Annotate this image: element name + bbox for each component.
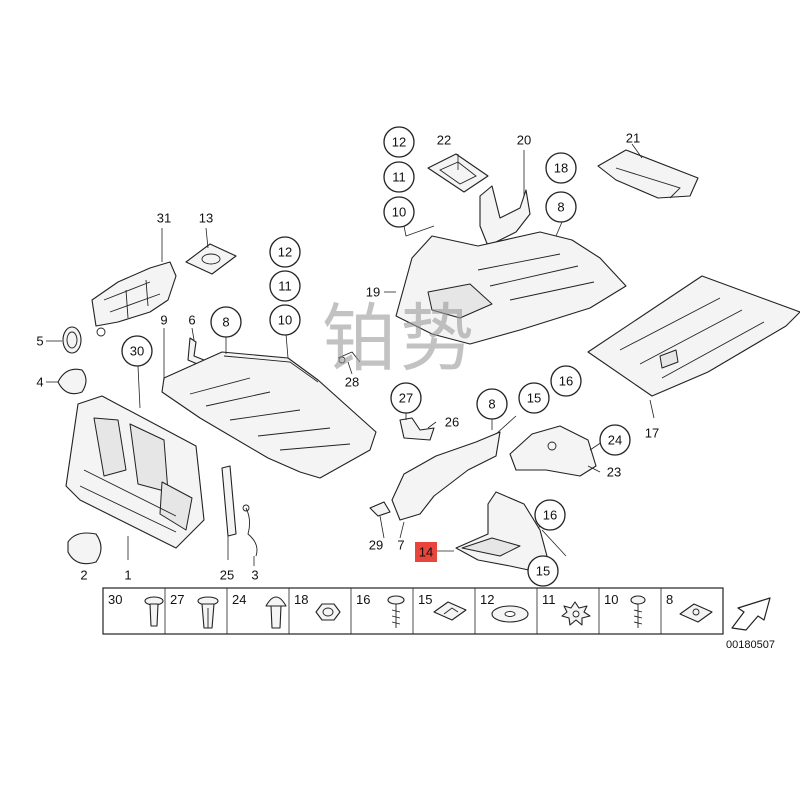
callout-11: 11 <box>278 279 292 294</box>
callout-10: 10 <box>392 205 406 220</box>
part-22-frame <box>427 153 489 193</box>
callout-31: 31 <box>157 211 171 226</box>
callout-11: 11 <box>392 170 406 185</box>
callout-3: 3 <box>251 568 258 583</box>
callout-24: 24 <box>608 433 622 448</box>
part-23-bracket <box>509 425 597 477</box>
part-19-center-underbody-panel <box>395 231 627 345</box>
svg-text:10: 10 <box>604 592 618 607</box>
push-rivet-icon <box>144 596 164 627</box>
self-tapping-screw-icon <box>630 595 646 628</box>
callout-1: 1 <box>124 568 131 583</box>
callout-9: 9 <box>160 313 167 328</box>
star-lock-washer-icon <box>561 601 591 626</box>
callout-15: 15 <box>536 564 550 579</box>
callout-28: 28 <box>345 375 359 390</box>
svg-text:27: 27 <box>170 592 184 607</box>
document-number: 00180507 <box>726 639 775 651</box>
legend-cell-10: 10 <box>604 592 646 628</box>
hex-nut-icon <box>315 603 341 621</box>
part-2-fog-cover <box>67 532 102 565</box>
highlight-box-14 <box>415 542 437 562</box>
part-7-side-shield <box>391 431 501 521</box>
legend-cell-18: 18 <box>294 592 341 621</box>
callout-8: 8 <box>557 200 564 215</box>
callout-12: 12 <box>278 245 292 260</box>
plastic-plug-icon <box>265 596 287 629</box>
callout-18: 18 <box>554 161 568 176</box>
svg-text:8: 8 <box>666 592 673 607</box>
callout-8: 8 <box>222 315 229 330</box>
callout-4: 4 <box>36 375 43 390</box>
svg-text:12: 12 <box>480 592 494 607</box>
part-1-grille-frame <box>65 395 205 549</box>
flange-screw-icon <box>387 595 405 628</box>
legend-cell-12: 12 <box>480 592 529 623</box>
callout-13: 13 <box>199 211 213 226</box>
svg-text:24: 24 <box>232 592 246 607</box>
spring-nut-icon <box>433 601 467 621</box>
svg-text:18: 18 <box>294 592 308 607</box>
callout-26: 26 <box>445 415 459 430</box>
part-3-cable <box>242 504 258 557</box>
part-21-duct <box>597 149 699 199</box>
legend-cell-27: 27 <box>170 592 219 629</box>
part-9-front-underbody-panel <box>161 351 377 479</box>
callout-30: 30 <box>130 344 144 359</box>
callout-10: 10 <box>278 313 292 328</box>
part-5-ring <box>62 326 82 354</box>
callout-29: 29 <box>369 538 383 553</box>
part-14-wheel-arch-shield <box>455 491 549 573</box>
legend-cell-11: 11 <box>542 592 591 626</box>
callout-6: 6 <box>188 313 195 328</box>
clip-nut-icon <box>679 603 713 623</box>
callout-25: 25 <box>220 568 234 583</box>
part-29-clip <box>369 501 391 517</box>
direction-arrow-icon <box>731 597 771 631</box>
callout-5: 5 <box>36 334 43 349</box>
svg-text:15: 15 <box>418 592 432 607</box>
watermark: 铂势 <box>322 296 478 382</box>
callout-19: 19 <box>366 285 380 300</box>
legend-cell-16: 16 <box>356 592 405 628</box>
legend-cell-8: 8 <box>666 592 713 623</box>
legend-cell-30: 30 <box>108 592 164 627</box>
callout-22: 22 <box>437 133 451 148</box>
part-28-clip <box>337 351 361 364</box>
legend-cell-15: 15 <box>418 592 467 621</box>
callout-15: 15 <box>527 391 541 406</box>
washer-icon <box>491 605 529 623</box>
svg-text:16: 16 <box>356 592 370 607</box>
callout-8: 8 <box>488 397 495 412</box>
part-31-bracket <box>91 261 177 337</box>
callout-bubbles <box>121 126 631 587</box>
callout-7: 7 <box>397 538 404 553</box>
fastener-legend: 30 27 24 18 <box>102 587 771 635</box>
callout-21: 21 <box>626 131 640 146</box>
svg-text:30: 30 <box>108 592 122 607</box>
callout-14: 14 <box>419 545 433 560</box>
callout-16: 16 <box>543 508 557 523</box>
part-20-bracket <box>479 185 531 247</box>
expanding-rivet-icon <box>197 596 219 629</box>
callout-12: 12 <box>392 135 406 150</box>
svg-text:11: 11 <box>542 592 556 607</box>
callout-23: 23 <box>607 465 621 480</box>
callout-labels: 12 11 10 22 20 18 8 21 31 13 12 11 10 19… <box>36 131 659 583</box>
part-26-bracket <box>399 417 435 441</box>
part-13-plate <box>185 243 237 275</box>
part-4-cap <box>57 368 87 395</box>
part-25-strap <box>221 465 237 537</box>
callout-2: 2 <box>80 568 87 583</box>
callout-20: 20 <box>517 133 531 148</box>
part-17-rear-underbody-panel <box>587 275 800 397</box>
callout-17: 17 <box>645 426 659 441</box>
callout-16: 16 <box>559 374 573 389</box>
callout-27: 27 <box>399 391 413 406</box>
legend-cell-24: 24 <box>232 592 287 629</box>
